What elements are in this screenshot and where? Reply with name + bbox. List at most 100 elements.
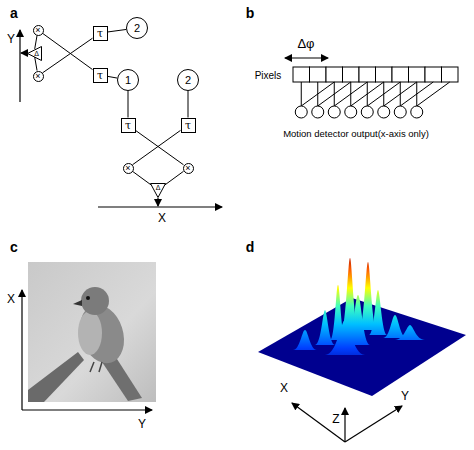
detector-unit bbox=[312, 106, 324, 118]
x-axis-arrow bbox=[292, 403, 345, 442]
node-text: τ bbox=[97, 70, 103, 81]
detector-unit bbox=[295, 106, 307, 118]
node-text: 2 bbox=[185, 75, 191, 86]
pixel-cell bbox=[343, 67, 360, 82]
pixel-cell bbox=[442, 67, 459, 82]
pixel-cell bbox=[376, 67, 393, 82]
branch bbox=[28, 352, 84, 402]
signal-line bbox=[108, 76, 118, 78]
node-text: × bbox=[35, 26, 40, 35]
signal-line bbox=[43, 38, 93, 73]
node-text: × bbox=[35, 72, 40, 81]
bird-legs bbox=[90, 362, 102, 372]
node-text: × bbox=[125, 164, 130, 173]
axis-label: Y bbox=[138, 418, 146, 431]
surface-peaks bbox=[293, 258, 425, 355]
detector-unit bbox=[394, 106, 406, 118]
y-axis-arrow bbox=[345, 406, 402, 442]
row-label: Pixels bbox=[255, 70, 282, 81]
pixel-cell bbox=[392, 67, 409, 82]
subtractor-triangle: Δ bbox=[150, 183, 166, 198]
pixel-cell bbox=[359, 67, 376, 82]
triangle-shape bbox=[151, 183, 166, 197]
triangle-outline bbox=[27, 46, 42, 61]
axis-label: X bbox=[158, 212, 166, 225]
pixel-cell bbox=[425, 67, 442, 82]
axis-label: Z bbox=[332, 413, 339, 426]
node-text: × bbox=[185, 164, 190, 173]
panel-letter: a bbox=[10, 6, 18, 21]
node-text: τ bbox=[185, 120, 191, 131]
pixel-cell bbox=[409, 67, 426, 82]
axis-label: Y bbox=[401, 390, 409, 403]
surface-base bbox=[258, 298, 466, 396]
panel-letter: c bbox=[10, 240, 18, 255]
delay-box: τ bbox=[181, 118, 196, 133]
signal-line bbox=[35, 57, 37, 70]
surface-peak bbox=[359, 262, 377, 330]
surface-peak bbox=[340, 258, 360, 335]
multiplier-node: × bbox=[123, 163, 134, 174]
bird-beak bbox=[73, 300, 82, 306]
row-label: Motion detector output(x-axis only) bbox=[283, 129, 429, 139]
node-text: Δ bbox=[34, 50, 39, 57]
signal-line bbox=[188, 91, 189, 118]
multiplier-node: × bbox=[33, 71, 44, 82]
bird-breast bbox=[78, 311, 102, 355]
multiplier-node: × bbox=[183, 163, 194, 174]
detector-unit bbox=[378, 106, 390, 118]
x-axis-arrow bbox=[21, 290, 22, 410]
photo-background bbox=[28, 262, 156, 402]
delay-box: τ bbox=[93, 68, 108, 83]
surface-peak bbox=[293, 330, 317, 350]
pixel-cell bbox=[293, 67, 310, 82]
bird-head bbox=[81, 287, 109, 315]
detector-unit bbox=[411, 106, 423, 118]
pixel-cell bbox=[326, 67, 343, 82]
x-axis-arrow bbox=[98, 206, 222, 207]
axis-label: X bbox=[7, 293, 15, 306]
signal-line bbox=[132, 171, 151, 185]
signal-line bbox=[128, 91, 129, 118]
multiplier-node: × bbox=[33, 25, 44, 36]
signal-line bbox=[132, 130, 180, 164]
bird-eye bbox=[86, 296, 90, 300]
axis-label: X bbox=[280, 382, 288, 395]
delay-box: τ bbox=[93, 26, 108, 41]
receptor-circle: 2 bbox=[177, 69, 199, 91]
receptor-circle: 1 bbox=[117, 69, 139, 91]
y-axis-arrow bbox=[22, 409, 152, 410]
node-text: τ bbox=[97, 28, 103, 39]
panel-letter: d bbox=[246, 240, 255, 255]
detector-unit bbox=[361, 106, 373, 118]
signal-line bbox=[136, 130, 184, 164]
node-text: τ bbox=[125, 120, 131, 131]
z-axis-arrow bbox=[344, 408, 345, 442]
node-text: 1 bbox=[125, 75, 131, 86]
signal-line bbox=[108, 29, 127, 32]
receptor-circle: 2 bbox=[126, 17, 148, 39]
surface-peak bbox=[383, 315, 407, 338]
detector-wires bbox=[301, 82, 450, 106]
triangle-shape bbox=[27, 46, 41, 60]
pixel-cell bbox=[310, 67, 327, 82]
delay-box: τ bbox=[121, 118, 136, 133]
subtractor-triangle: Δ bbox=[27, 46, 42, 61]
detector-row bbox=[295, 106, 423, 118]
pixel-row bbox=[293, 67, 458, 82]
signal-line bbox=[35, 35, 37, 48]
node-text: 2 bbox=[134, 23, 140, 34]
detector-unit bbox=[328, 106, 340, 118]
detector-unit bbox=[345, 106, 357, 118]
node-text: Δ bbox=[156, 184, 161, 191]
axis-label: Y bbox=[7, 33, 15, 46]
spacing-label: Δφ bbox=[297, 37, 314, 51]
panel-letter: b bbox=[246, 6, 255, 21]
signal-line bbox=[165, 171, 184, 185]
signal-line bbox=[42, 33, 92, 69]
spacing-arrow bbox=[285, 57, 328, 58]
y-axis-arrow bbox=[19, 30, 20, 102]
